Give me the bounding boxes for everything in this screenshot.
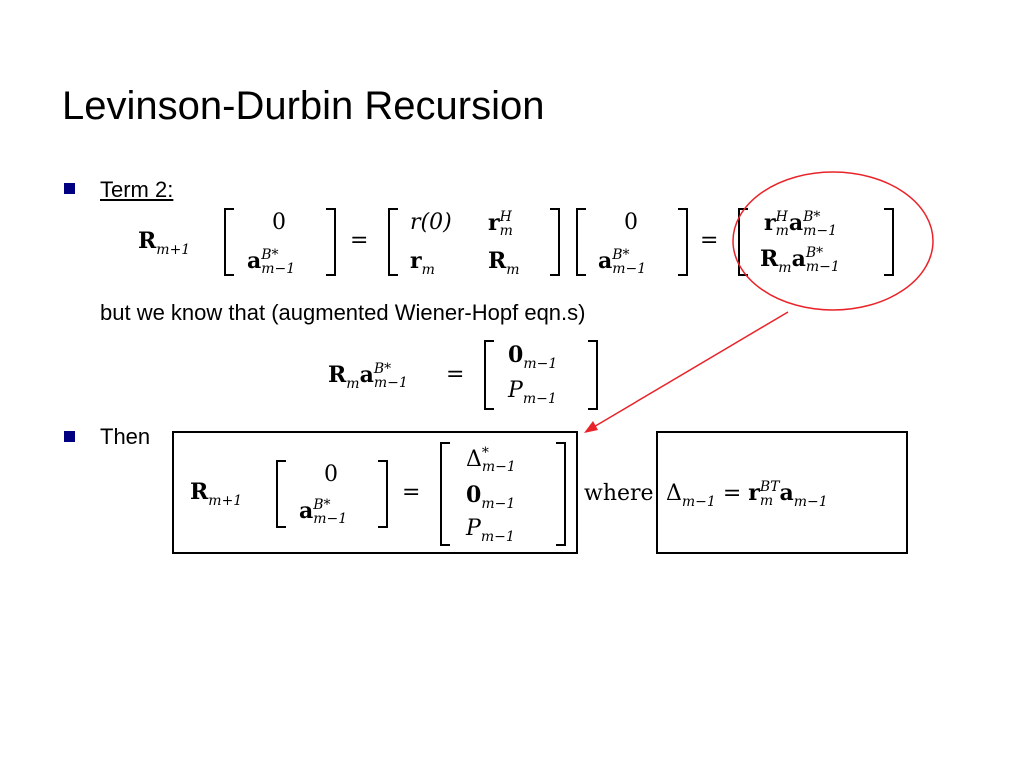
eq2-top: 0m−1	[508, 342, 558, 372]
eq1-bracket	[576, 208, 586, 276]
eq1-bracket	[388, 208, 398, 276]
eq1-vec2-top: 0	[624, 210, 638, 235]
eq1-Rm: Rm	[488, 248, 520, 278]
then-label: Then	[100, 424, 151, 449]
eq3-where: where	[584, 481, 654, 506]
eq3-bracket	[440, 442, 450, 546]
eq1-vec-top: 0	[272, 210, 286, 235]
eq3-lhs: Rm+1	[190, 479, 243, 509]
eq2-equals: =	[446, 362, 465, 387]
eq1-lhs: Rm+1	[138, 228, 191, 258]
term2-label: Term 2:	[100, 177, 174, 202]
eq1-r0: r(0)	[410, 210, 452, 235]
eq3-zero: 0m−1	[466, 482, 516, 512]
eq1-bracket	[884, 208, 894, 276]
eq1-bracket	[678, 208, 688, 276]
eq1-bracket	[738, 208, 748, 276]
eq1-equals: =	[350, 228, 369, 253]
eq3-bracket	[556, 442, 566, 546]
eq1-bracket	[550, 208, 560, 276]
eq1-equals: =	[700, 228, 719, 253]
highlight-ellipse	[732, 171, 934, 311]
eq3-delta: Δ*m−1	[466, 445, 516, 475]
slide-title: Levinson-Durbin Recursion	[62, 84, 545, 128]
arrowhead-icon	[584, 421, 598, 433]
definition-box	[656, 431, 908, 554]
eq2-bracket	[484, 340, 494, 410]
eq3-p: Pm−1	[466, 516, 515, 545]
eq3-equals: =	[402, 480, 421, 505]
eq3-bracket	[378, 460, 388, 528]
bullet-marker	[64, 183, 75, 194]
eq1-bracket	[326, 208, 336, 276]
bullet-marker	[64, 431, 75, 442]
eq1-bracket	[224, 208, 234, 276]
annotation-arrow	[591, 311, 789, 429]
result-box	[172, 431, 578, 554]
eq2-bracket	[588, 340, 598, 410]
knowthat-text: but we know that (augmented Wiener-Hopf …	[100, 300, 586, 325]
eq3-bracket	[276, 460, 286, 528]
eq2-bot: Pm−1	[508, 378, 557, 407]
eq3-vec-top: 0	[324, 462, 338, 487]
eq1-rm: rm	[410, 248, 435, 278]
